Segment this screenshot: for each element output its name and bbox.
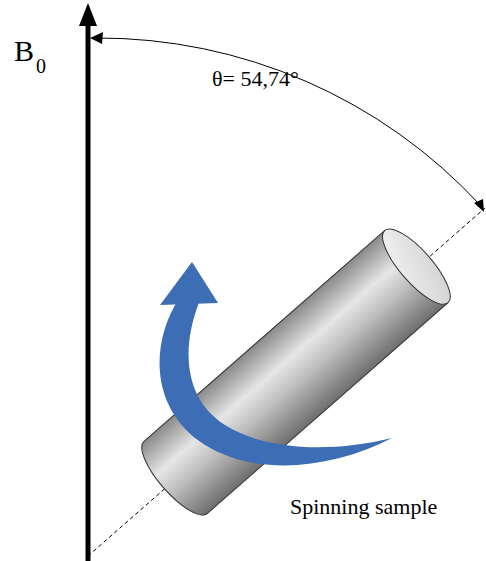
rotor-axis: [88, 208, 485, 556]
field-symbol: B: [14, 36, 34, 66]
angle-arc: [90, 32, 484, 212]
field-subscript: 0: [36, 56, 46, 76]
field-arrow: [79, 3, 97, 561]
sample-label: Spinning sample: [290, 496, 437, 518]
sample-cylinder: [132, 220, 460, 524]
rotation-arrow: [160, 262, 392, 465]
angle-label: θ= 54,74°: [212, 68, 299, 90]
